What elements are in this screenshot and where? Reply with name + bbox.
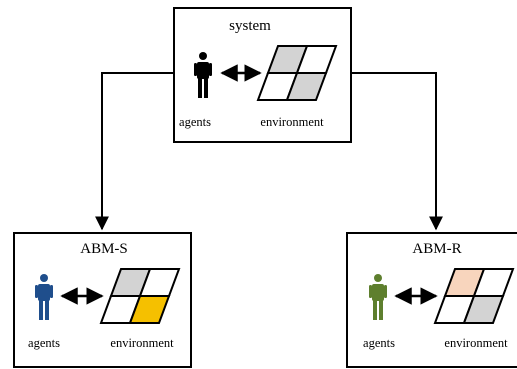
- abm-r-environment-label: environment: [444, 336, 508, 350]
- abm-r-agents-label: agents: [363, 336, 395, 350]
- abm-s-environment-label: environment: [110, 336, 174, 350]
- system-agents-label: agents: [179, 115, 211, 129]
- grid-icon: [99, 268, 181, 324]
- abm-r-node: ABM-R agents environment: [346, 232, 517, 368]
- abm-s-agents-label: agents: [28, 336, 60, 350]
- connector-system-to-abm-s: [95, 72, 174, 231]
- connector-system-to-abm-r: [351, 72, 443, 231]
- person-icon: [194, 52, 212, 98]
- system-environment-label: environment: [260, 115, 324, 129]
- grid-cell: [462, 295, 505, 324]
- grid-cell: [285, 72, 328, 101]
- grid-icon: [433, 268, 515, 324]
- grid-cell: [128, 295, 171, 324]
- person-icon: [369, 274, 387, 320]
- abm-s-title: ABM-S: [80, 241, 128, 257]
- grid-icon: [256, 45, 338, 101]
- abm-r-title: ABM-R: [412, 241, 461, 257]
- system-node: system agents environment: [173, 7, 352, 143]
- system-title: system: [229, 18, 271, 34]
- person-icon: [35, 274, 53, 320]
- abm-s-node: ABM-S agents environment: [13, 232, 192, 368]
